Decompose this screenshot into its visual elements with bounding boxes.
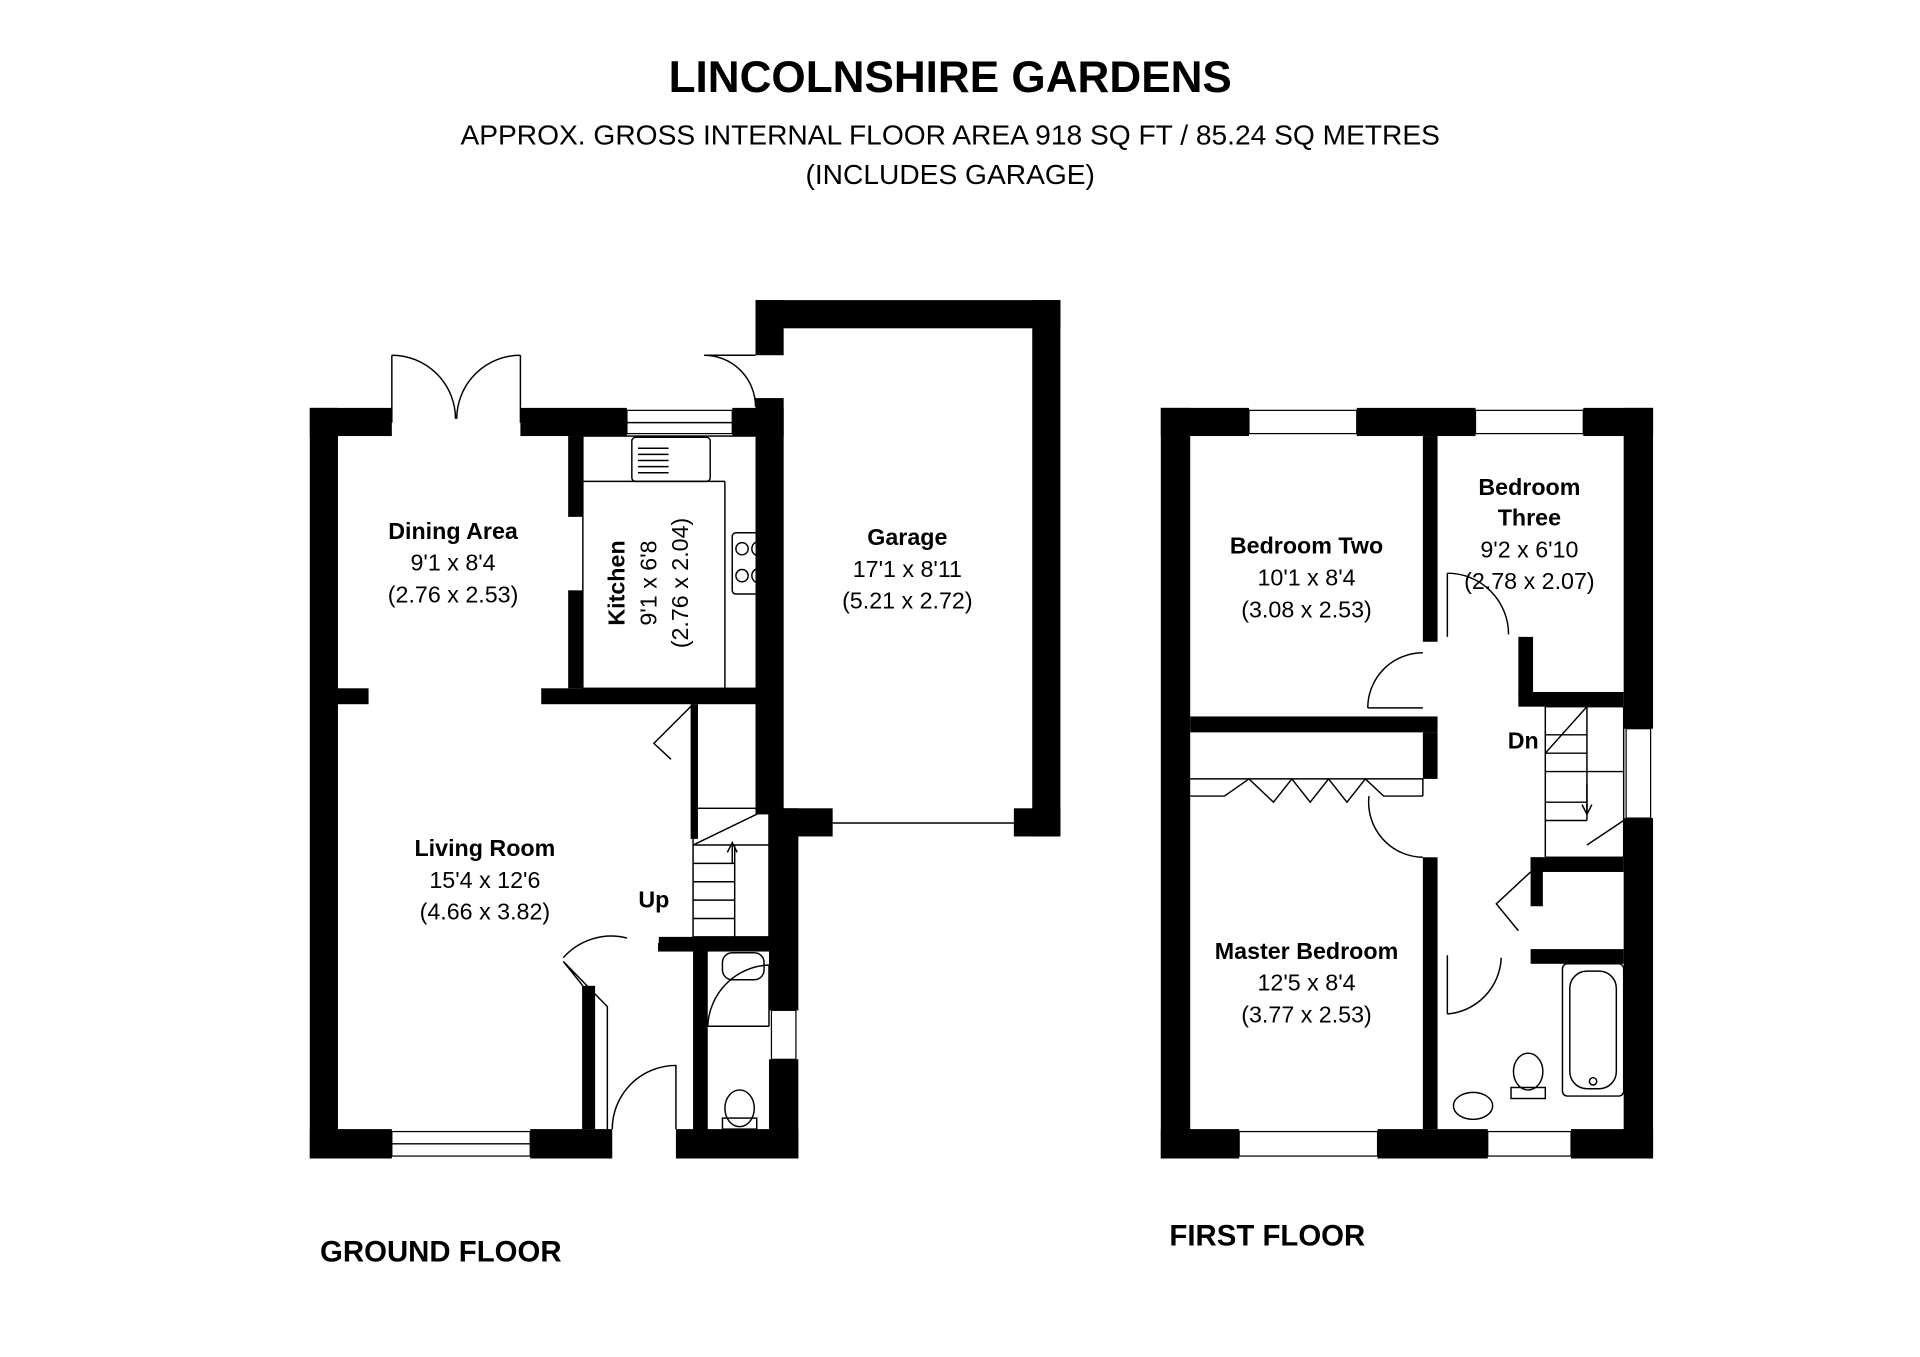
living-door (562, 935, 628, 1130)
svg-text:9'1 x 6'8: 9'1 x 6'8 (635, 540, 661, 625)
svg-text:(4.66 x 3.82): (4.66 x 3.82) (420, 899, 551, 925)
first-floor-label: FIRST FLOOR (1169, 1219, 1365, 1252)
wc-door (707, 964, 770, 1027)
cupboard-door (1495, 871, 1532, 932)
svg-text:9'1 x 8'4: 9'1 x 8'4 (410, 550, 495, 576)
room-garage: Garage 17'1 x 8'11 (5.21 x 2.72) (842, 524, 973, 614)
staircase-up (692, 807, 770, 938)
plan-subtitle-garage: (INCLUDES GARAGE) (805, 159, 1094, 190)
cupboard-door (652, 703, 694, 760)
front-door (611, 942, 677, 1130)
svg-text:Master Bedroom: Master Bedroom (1215, 938, 1398, 964)
wc-basin-icon (721, 952, 765, 981)
bedroom-three-door (1446, 572, 1510, 637)
room-kitchen: Kitchen 9'1 x 6'8 (2.76 x 2.04) (603, 518, 693, 649)
svg-text:(3.08 x 2.53): (3.08 x 2.53) (1241, 596, 1372, 622)
svg-text:10'1 x 8'4: 10'1 x 8'4 (1257, 564, 1355, 590)
room-living-room: Living Room 15'4 x 12'6 (4.66 x 3.82) (414, 835, 555, 925)
plan-title: LINCOLNSHIRE GARDENS (669, 53, 1232, 102)
svg-text:Garage: Garage (867, 524, 947, 550)
svg-text:Kitchen: Kitchen (603, 540, 629, 625)
bath-icon (1561, 963, 1625, 1097)
room-dining-area: Dining Area 9'1 x 8'4 (2.76 x 2.53) (388, 518, 519, 608)
svg-text:Bedroom Two: Bedroom Two (1230, 533, 1383, 559)
svg-text:Living Room: Living Room (414, 835, 555, 861)
sink-icon (631, 436, 711, 483)
master-bedroom-door (1190, 778, 1424, 859)
stairs-up-label: Up (638, 886, 669, 912)
svg-text:(2.76 x 2.04): (2.76 x 2.04) (667, 518, 693, 649)
svg-text:(5.21 x 2.72): (5.21 x 2.72) (842, 588, 973, 614)
stairs-down-label: Dn (1508, 727, 1539, 753)
wardrobe-doors (1190, 777, 1423, 804)
room-master-bedroom: Master Bedroom 12'5 x 8'4 (3.77 x 2.53) (1215, 938, 1398, 1028)
toilet-icon (724, 1089, 756, 1128)
window (1487, 1130, 1572, 1157)
svg-text:9'2 x 6'10: 9'2 x 6'10 (1480, 536, 1578, 562)
window (1238, 1130, 1379, 1157)
svg-text:Bedroom: Bedroom (1478, 474, 1580, 500)
plan-subtitle: APPROX. GROSS INTERNAL FLOOR AREA 918 SQ… (460, 120, 1440, 151)
svg-text:(2.76 x 2.53): (2.76 x 2.53) (388, 582, 519, 608)
toilet-icon (1512, 1052, 1544, 1091)
svg-text:(2.78 x 2.07): (2.78 x 2.07) (1464, 568, 1595, 594)
svg-text:12'5 x 8'4: 12'5 x 8'4 (1257, 970, 1355, 996)
garage-side-door (704, 354, 757, 407)
window (770, 1009, 797, 1060)
window (1248, 409, 1358, 435)
svg-text:(3.77 x 2.53): (3.77 x 2.53) (1241, 1002, 1372, 1028)
basin-icon (1452, 1091, 1494, 1121)
svg-text:Dining Area: Dining Area (388, 518, 519, 544)
svg-text:15'4 x 12'6: 15'4 x 12'6 (429, 867, 540, 893)
window (1474, 409, 1584, 435)
french-doors (391, 354, 522, 423)
ground-floor-label: GROUND FLOOR (320, 1235, 562, 1268)
room-bedroom-three: Bedroom Three 9'2 x 6'10 (2.78 x 2.07) (1464, 474, 1595, 594)
hob-icon (731, 532, 770, 595)
bathroom-door (1446, 955, 1502, 1015)
first-floor-plan (1160, 407, 1654, 1159)
sink-drainer (637, 447, 669, 474)
svg-text:Three: Three (1498, 504, 1561, 530)
svg-text:17'1 x 8'11: 17'1 x 8'11 (853, 556, 962, 582)
room-bedroom-two: Bedroom Two 10'1 x 8'4 (3.08 x 2.53) (1230, 533, 1383, 623)
bedroom-two-door (1367, 652, 1423, 709)
staircase-down (1544, 705, 1625, 859)
window (1625, 728, 1652, 819)
ground-floor-plan (309, 300, 1061, 1159)
